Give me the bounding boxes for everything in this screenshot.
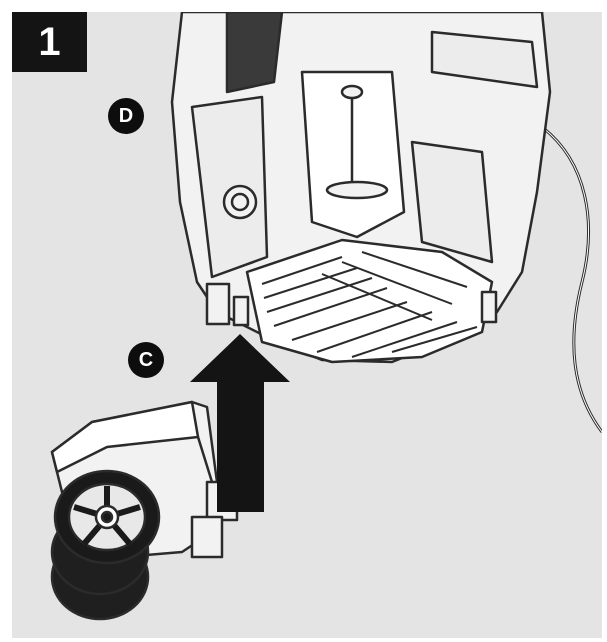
base-unit-illustration xyxy=(170,12,552,364)
cable-illustration xyxy=(541,125,602,433)
up-arrow-icon xyxy=(190,334,290,512)
assembly-illustration xyxy=(50,12,602,621)
wheel-module-illustration xyxy=(50,400,239,621)
callout-c: C xyxy=(128,342,164,378)
callout-d: D xyxy=(108,98,144,134)
diagram-panel: 1 xyxy=(12,12,602,638)
step-number-badge: 1 xyxy=(12,12,87,72)
